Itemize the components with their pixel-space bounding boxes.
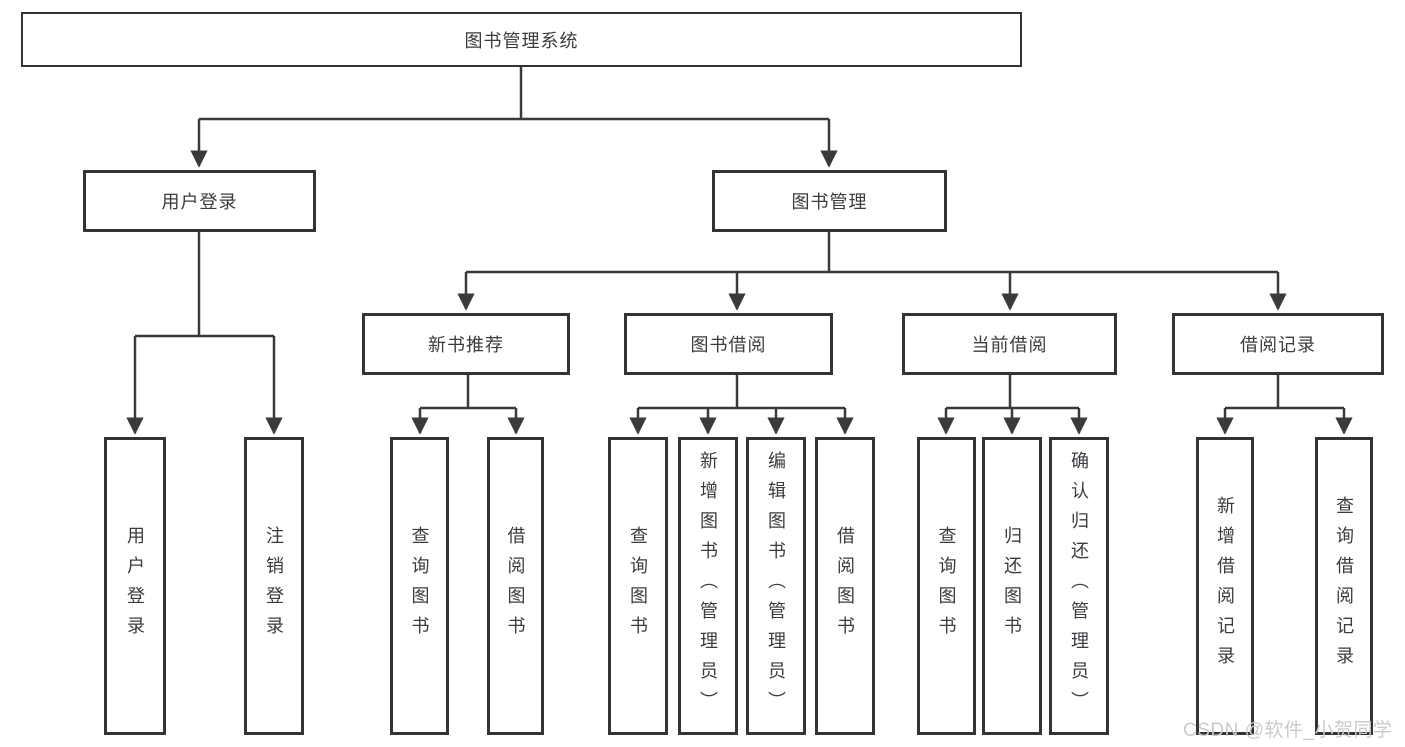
- node-current-borrowing: 当前借阅: [902, 313, 1117, 375]
- node-new-book-recommend-label: 新书推荐: [428, 335, 504, 355]
- leaf-edit-books-admin-label: 编辑图书（管理员）: [766, 451, 786, 721]
- csdn-watermark: CSDN @软件_小贺同学: [1183, 720, 1393, 741]
- node-book-borrowing: 图书借阅: [624, 313, 833, 375]
- leaf-logout-label: 注销登录: [264, 526, 284, 646]
- leaf-user-login-label: 用户登录: [125, 526, 145, 646]
- leaf-query-books-3: 查询图书: [917, 437, 976, 735]
- leaf-edit-books-admin: 编辑图书（管理员）: [746, 437, 806, 735]
- leaf-query-books-2: 查询图书: [608, 437, 668, 735]
- node-borrowing-records: 借阅记录: [1172, 313, 1384, 375]
- leaf-logout: 注销登录: [244, 437, 304, 735]
- leaf-query-books-3-label: 查询图书: [936, 526, 957, 646]
- leaf-borrow-books-2: 借阅图书: [815, 437, 875, 735]
- leaf-query-borrow-record-label: 查询借阅记录: [1334, 496, 1354, 676]
- node-user-login-branch: 用户登录: [83, 170, 316, 232]
- node-user-login-branch-label: 用户登录: [161, 192, 238, 212]
- leaf-query-books-2-label: 查询图书: [628, 526, 648, 646]
- leaf-borrow-books-2-label: 借阅图书: [835, 526, 855, 646]
- node-root: 图书管理系统: [21, 12, 1022, 67]
- leaf-borrow-books-1: 借阅图书: [487, 437, 544, 735]
- leaf-add-books-admin-label: 新增图书（管理员）: [698, 451, 718, 721]
- leaf-query-books-1: 查询图书: [390, 437, 449, 735]
- leaf-return-books: 归还图书: [982, 437, 1042, 735]
- leaf-add-borrow-record-label: 新增借阅记录: [1215, 496, 1235, 676]
- node-book-management-branch-label: 图书管理: [791, 192, 868, 212]
- node-root-label: 图书管理系统: [464, 30, 579, 51]
- leaf-return-books-label: 归还图书: [1002, 526, 1022, 646]
- node-current-borrowing-label: 当前借阅: [971, 335, 1048, 355]
- leaf-query-borrow-record: 查询借阅记录: [1315, 437, 1373, 735]
- node-borrowing-records-label: 借阅记录: [1240, 335, 1316, 355]
- node-book-management-branch: 图书管理: [712, 170, 947, 232]
- leaf-add-borrow-record: 新增借阅记录: [1196, 437, 1254, 735]
- leaf-confirm-return-admin: 确认归还（管理员）: [1049, 437, 1109, 735]
- leaf-confirm-return-admin-label: 确认归还（管理员）: [1069, 451, 1089, 721]
- leaf-user-login: 用户登录: [104, 437, 166, 735]
- leaf-borrow-books-1-label: 借阅图书: [505, 526, 526, 646]
- node-new-book-recommend: 新书推荐: [362, 313, 570, 375]
- leaf-add-books-admin: 新增图书（管理员）: [678, 437, 738, 735]
- leaf-query-books-1-label: 查询图书: [409, 526, 430, 646]
- node-book-borrowing-label: 图书借阅: [690, 335, 767, 355]
